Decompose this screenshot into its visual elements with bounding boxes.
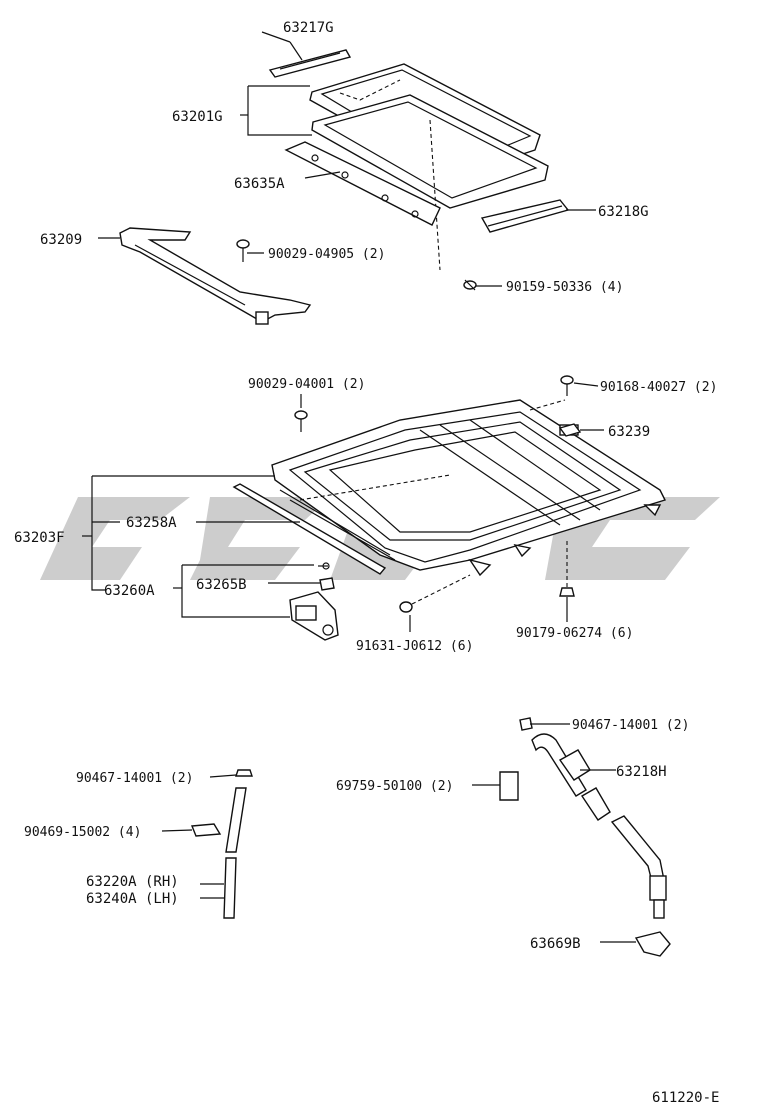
label-63218H: 63218H xyxy=(616,764,667,780)
label-63209: 63209 xyxy=(40,232,82,248)
nut-90179-06274 xyxy=(559,540,575,597)
diagram-id: 611220-E xyxy=(652,1090,719,1106)
label-63669B: 63669B xyxy=(530,936,581,952)
part-63258A-drawing xyxy=(232,483,387,575)
label-63201G: 63201G xyxy=(172,109,223,125)
label-63220A: 63220A (RH) xyxy=(86,874,179,890)
label-90159-50336: 90159-50336 (4) xyxy=(506,280,623,295)
label-90179-06274: 90179-06274 (6) xyxy=(516,626,633,641)
label-90467-14001-left: 90467-14001 (2) xyxy=(76,771,193,786)
screw-90168-40027 xyxy=(560,375,574,396)
leader-lines xyxy=(82,31,636,943)
part-63201G-drawing xyxy=(309,63,549,271)
part-63209-drawing xyxy=(119,227,312,325)
label-90029-04001: 90029-04001 (2) xyxy=(248,377,365,392)
label-90467-14001-right: 90467-14001 (2) xyxy=(572,718,689,733)
label-63217G: 63217G xyxy=(283,20,334,36)
label-63260A: 63260A xyxy=(104,583,155,599)
sunroof-frame-drawing xyxy=(271,399,666,577)
label-63258A: 63258A xyxy=(126,515,177,531)
part-69759-50100-drawing xyxy=(499,771,519,801)
part-63218G-drawing xyxy=(480,199,570,233)
part-63239-drawing xyxy=(558,423,582,437)
label-63203F: 63203F xyxy=(14,530,65,546)
part-63217G-drawing xyxy=(268,41,352,78)
label-63240A: 63240A (LH) xyxy=(86,891,179,907)
screw-90029-04001 xyxy=(294,410,308,432)
label-63635A: 63635A xyxy=(234,176,285,192)
label-63239: 63239 xyxy=(608,424,650,440)
label-91631-J0612: 91631-J0612 (6) xyxy=(356,639,473,654)
screw-90029-04905 xyxy=(236,239,250,262)
drain-hose-left-drawing xyxy=(191,769,253,919)
screw-91631-J0612 xyxy=(399,574,471,613)
label-90168-40027: 90168-40027 (2) xyxy=(600,380,717,395)
label-63265B: 63265B xyxy=(196,577,247,593)
part-labels: 63217G 63201G 63635A 63218G 63209 90029-… xyxy=(14,20,719,1106)
label-90029-04905: 90029-04905 (2) xyxy=(268,247,385,262)
part-63265B-drawing xyxy=(318,562,335,591)
label-69759-50100: 69759-50100 (2) xyxy=(336,779,453,794)
label-63218G: 63218G xyxy=(598,204,649,220)
drain-hose-right-drawing xyxy=(519,717,671,957)
screw-90159-50336 xyxy=(463,279,477,291)
part-63260A-motor-drawing xyxy=(289,591,339,641)
label-90469-15002: 90469-15002 (4) xyxy=(24,825,141,840)
part-63635A-drawing xyxy=(284,141,441,226)
